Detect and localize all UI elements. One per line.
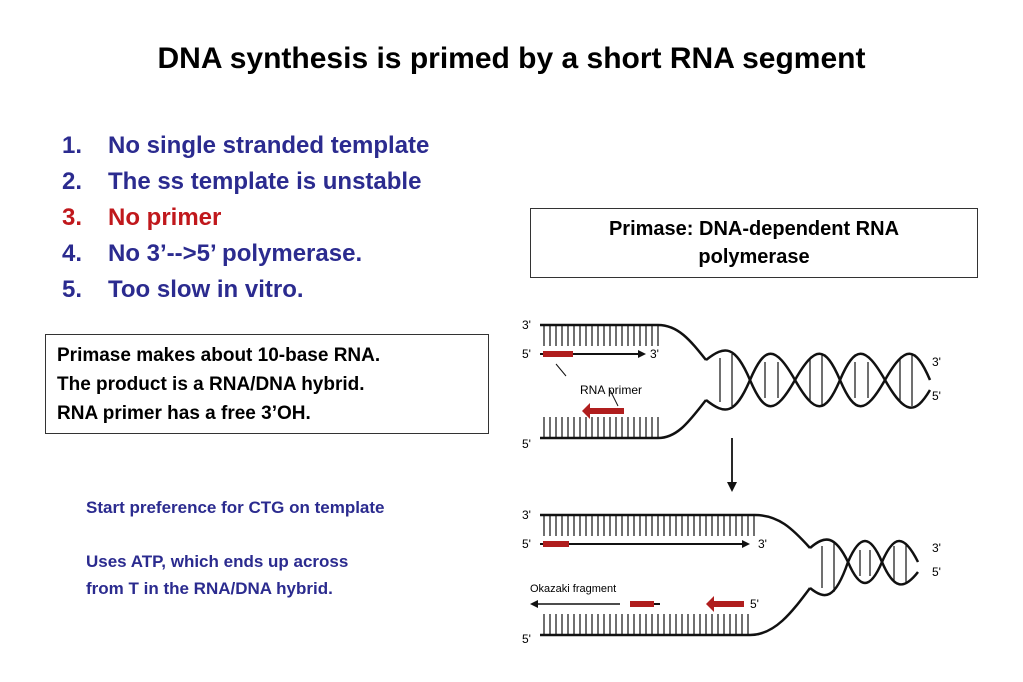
primer-arrow-icon <box>706 596 714 612</box>
rna-primer-bar <box>543 351 573 357</box>
end-label: 5' <box>522 437 531 451</box>
helix-strand-b <box>809 540 919 597</box>
problem-number: 2. <box>62 168 83 195</box>
problem-list: 1. No single stranded template 2. The ss t… <box>62 128 429 308</box>
down-arrow-icon <box>727 482 737 492</box>
rna-primer-bar <box>590 408 624 414</box>
replication-fork-diagram: 3' 5' 3' 5' 3' 5' RNA primer 3' <box>522 318 941 646</box>
end-label: 5' <box>522 537 531 551</box>
end-label: 5' <box>932 565 941 579</box>
pointer-line <box>609 389 619 407</box>
fork-bottom: 3' 5' 3' 5' 3' 5' 5' Okazaki fragment <box>522 508 941 646</box>
end-label: 3' <box>932 355 941 369</box>
problem-item-5: 5. Too slow in vitro. <box>62 272 429 308</box>
problem-number: 1. <box>62 132 83 159</box>
problem-number: 4. <box>62 240 83 267</box>
note-atp-line-2: from T in the RNA/DNA hybrid. <box>86 579 333 598</box>
primer-arrow-icon <box>582 403 590 419</box>
problem-text: Too slow in vitro. <box>108 276 304 303</box>
fork-top: 3' 5' 3' 5' 3' 5' RNA primer <box>522 318 941 451</box>
pointer-line <box>555 363 567 377</box>
arrowhead-icon <box>530 600 538 608</box>
primase-notes: Start preference for CTG on template Use… <box>86 494 506 602</box>
problem-item-2: 2. The ss template is unstable <box>62 164 429 200</box>
note-atp-line-1: Uses ATP, which ends up across <box>86 552 349 571</box>
page-title: DNA synthesis is primed by a short RNA s… <box>157 42 866 75</box>
arrowhead-icon <box>742 540 750 548</box>
primase-facts-box: Primase makes about 10-base RNA. The pro… <box>45 334 489 434</box>
end-label: 5' <box>522 347 531 361</box>
problem-number: 3. <box>62 204 83 231</box>
base-pair-ticks <box>543 515 755 536</box>
helix-strand-a <box>809 538 920 584</box>
end-label: 5' <box>522 632 531 646</box>
end-label: 5' <box>932 389 941 403</box>
fact-line: Primase makes about 10-base RNA. <box>57 345 381 366</box>
problem-number: 5. <box>62 276 83 303</box>
upper-strand <box>540 513 811 549</box>
lower-strand <box>540 399 707 440</box>
end-label: 3' <box>758 537 767 551</box>
helix-strand-b <box>705 352 932 411</box>
end-label: 3' <box>522 318 531 332</box>
base-pair-ticks <box>543 325 659 346</box>
rna-primer-bar <box>543 541 569 547</box>
end-label: 3' <box>650 347 659 361</box>
problem-text: No single stranded template <box>108 132 430 159</box>
base-pair-ticks <box>543 614 749 635</box>
end-label: 3' <box>522 508 531 522</box>
primase-definition-box: Primase: DNA-dependent RNA polymerase <box>530 208 978 278</box>
problem-item-1: 1. No single stranded template <box>62 128 429 164</box>
primase-definition-text: Primase: DNA-dependent RNA polymerase <box>608 218 900 268</box>
problem-item-3: 3. No primer <box>62 200 429 236</box>
end-label: 3' <box>932 541 941 555</box>
note-start-preference: Start preference for CTG on template <box>86 498 385 517</box>
problem-text: The ss template is unstable <box>108 168 422 195</box>
fact-line: The product is a RNA/DNA hybrid. <box>57 374 365 395</box>
base-pair-ticks <box>543 417 659 438</box>
problem-text: No 3’-->5’ polymerase. <box>108 240 363 267</box>
problem-item-4: 4. No 3’-->5’ polymerase. <box>62 236 429 272</box>
end-label: 5' <box>750 597 759 611</box>
okazaki-fragment-label: Okazaki fragment <box>530 583 616 595</box>
lower-strand <box>540 587 812 637</box>
helix-rungs <box>719 354 913 406</box>
problem-text: No primer <box>108 204 222 231</box>
rna-primer-bar <box>714 601 744 607</box>
arrowhead-icon <box>638 350 646 358</box>
rna-primer-label: RNA primer <box>580 383 642 397</box>
rna-primer-bar <box>630 601 654 607</box>
helix-rungs <box>821 542 907 592</box>
fact-line: RNA primer has a free 3’OH. <box>57 403 311 424</box>
